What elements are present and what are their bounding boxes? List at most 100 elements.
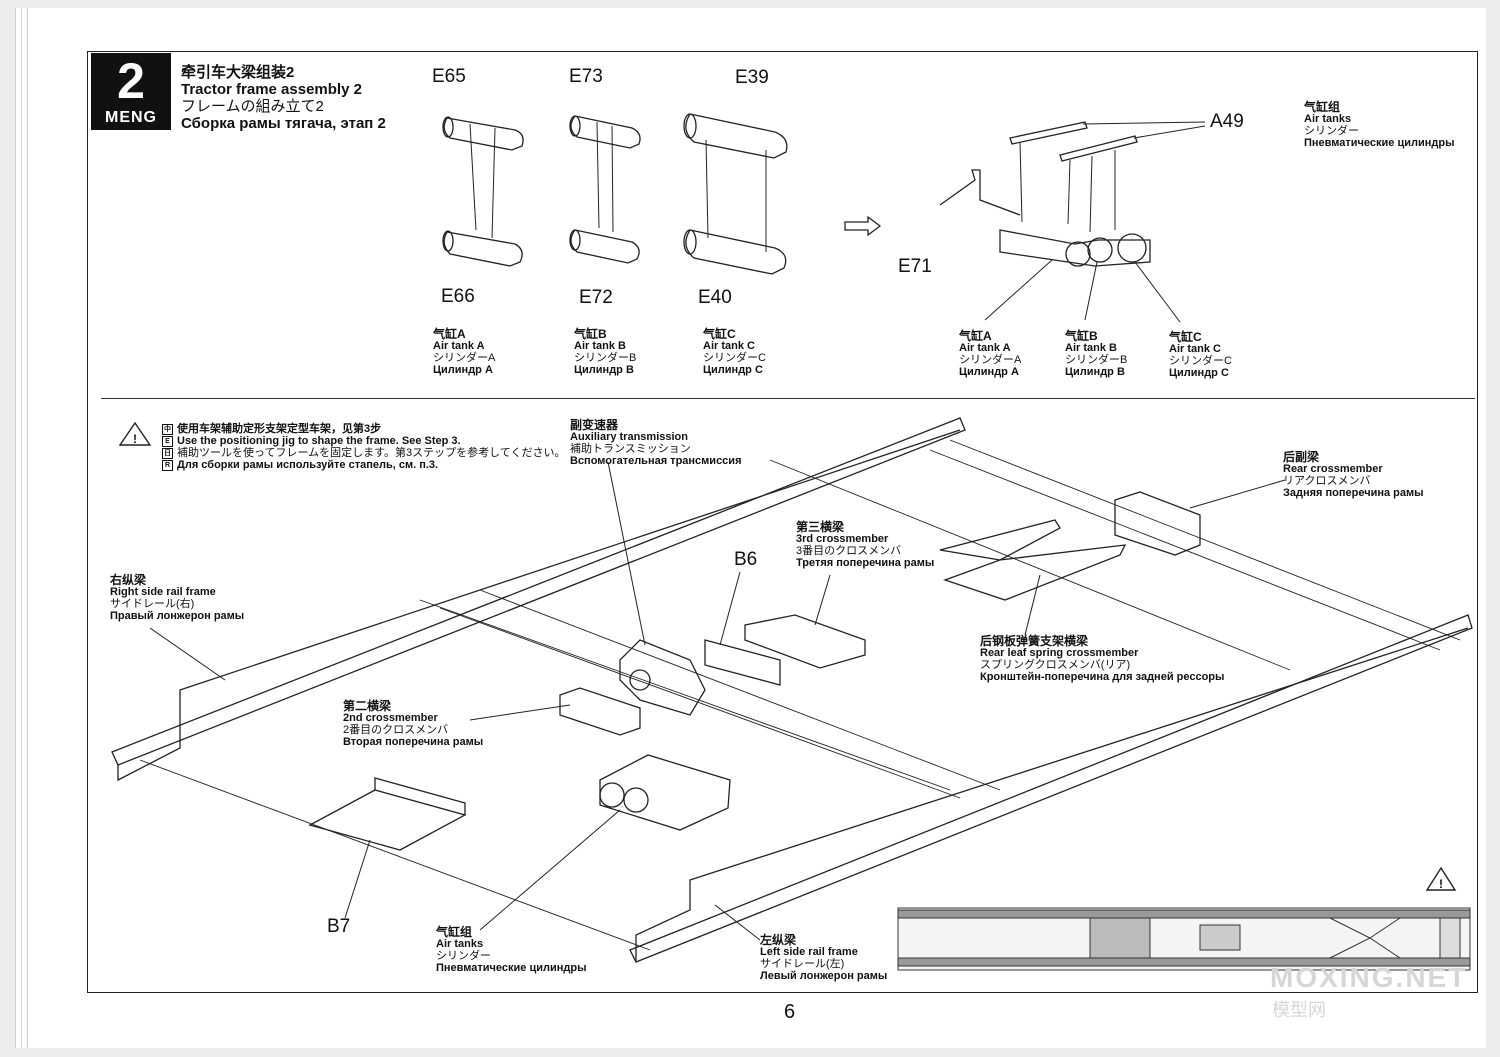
- part-e66: E66: [441, 286, 475, 307]
- caption-en: Rear crossmember: [1283, 463, 1383, 475]
- step-badge: 2 MENG: [91, 53, 171, 130]
- caption-ja: シリンダーC: [703, 352, 766, 364]
- watermark: MOXING.NET: [1270, 962, 1468, 993]
- caption-tank-b-right: 气缸B Air tank B シリンダーB Цилиндр B: [1065, 330, 1127, 378]
- caption-zh: 副变速器: [570, 418, 619, 432]
- caption-3rd-crossmember: 第三横梁 3rd crossmember 3番目のクロスメンバ Третяя п…: [796, 521, 934, 569]
- title-ja: フレームの組み立て2: [181, 98, 324, 115]
- tank-a-top-half: [442, 116, 524, 151]
- caption-zh: 气缸组: [1304, 100, 1341, 114]
- caption-zh: 气缸组: [436, 925, 473, 939]
- caption-en: Air tanks: [1304, 113, 1352, 125]
- caption-ja: シリンダー: [436, 950, 491, 962]
- caption-en: Air tank C: [1169, 343, 1221, 355]
- caption-en: 2nd crossmember: [343, 712, 438, 724]
- section-divider: [101, 398, 1475, 399]
- japanese-flag-icon: 日: [162, 447, 173, 459]
- title-en: Tractor frame assembly 2: [181, 81, 362, 98]
- caption-rear-leaf-spring-crossmember: 后钢板弹簧支架横梁 Rear leaf spring crossmember ス…: [980, 635, 1224, 683]
- caption-en: Rear leaf spring crossmember: [980, 647, 1139, 659]
- caption-ja: シリンダーA: [959, 354, 1022, 366]
- caption-ja: 補助トランスミッション: [570, 443, 691, 455]
- caption-left-side-rail: 左纵梁 Left side rail frame サイドレール(左) Левый…: [760, 934, 887, 982]
- caption-zh: 气缸B: [574, 327, 607, 341]
- caption-rear-crossmember: 后副梁 Rear crossmember リアクロスメンバ Задняя поп…: [1283, 451, 1424, 499]
- step-title: 牵引车大梁组装2 Tractor frame assembly 2 フレームの組…: [181, 64, 386, 132]
- part-a49: A49: [1210, 111, 1244, 132]
- caption-aux-transmission: 副变速器 Auxiliary transmission 補助トランスミッション …: [570, 419, 741, 467]
- caption-en: Air tank A: [959, 342, 1011, 354]
- warning-ja: 補助ツールを使ってフレームを固定します。第3ステップを参考してください。: [177, 447, 566, 459]
- left-side-rail: [629, 614, 1473, 963]
- part-e71: E71: [898, 256, 932, 277]
- caption-ja: 2番目のクロスメンバ: [343, 724, 449, 736]
- tank-b-top-half: [569, 115, 641, 149]
- caption-en: Air tank B: [1065, 342, 1117, 354]
- step-frame: [87, 51, 1478, 993]
- warning-en: Use the positioning jig to shape the fra…: [177, 435, 461, 447]
- caption-zh: 右纵梁: [110, 573, 147, 587]
- part-e40: E40: [698, 287, 732, 308]
- caption-ja: シリンダー: [1304, 125, 1359, 137]
- caption-ja: サイドレール(左): [760, 958, 845, 970]
- caption-zh: 后副梁: [1283, 450, 1320, 464]
- part-b7: B7: [327, 916, 351, 937]
- caption-air-tanks-top: 气缸组 Air tanks シリンダー Пневматические цилин…: [1304, 101, 1454, 149]
- caption-ru: Цилиндр A: [433, 364, 493, 376]
- caption-ja: シリンダーB: [574, 352, 637, 364]
- caption-tank-c-right: 气缸C Air tank C シリンダーC Цилиндр C: [1169, 331, 1232, 379]
- caption-ru: Правый лонжерон рамы: [110, 610, 245, 622]
- caption-ru: Третяя поперечина рамы: [796, 557, 935, 569]
- page-number: 6: [784, 1001, 796, 1023]
- caption-en: Auxiliary transmission: [570, 431, 688, 443]
- caption-ru: Цилиндр A: [959, 366, 1019, 378]
- caption-ja: シリンダーB: [1065, 354, 1128, 366]
- warning-mark-1: !: [133, 432, 137, 446]
- caption-tank-a-left: 气缸A Air tank A シリンダーA Цилиндр A: [433, 328, 495, 376]
- warning-ru: Для сборки рамы используйте стапель, см.…: [177, 459, 439, 471]
- chassis-inset: [897, 907, 1471, 971]
- title-ru: Сборка рамы тягача, этап 2: [181, 115, 386, 132]
- part-e65: E65: [432, 66, 466, 87]
- caption-en: Right side rail frame: [110, 586, 216, 598]
- caption-zh: 气缸C: [1169, 330, 1202, 344]
- caption-zh: 气缸B: [1065, 329, 1098, 343]
- chinese-flag-icon: 中: [162, 423, 173, 435]
- caption-ru: Цилиндр C: [1169, 367, 1229, 379]
- caption-ru: Пневматические цилиндры: [436, 962, 587, 974]
- caption-ja: シリンダーC: [1169, 355, 1232, 367]
- caption-tank-a-right: 气缸A Air tank A シリンダーA Цилиндр A: [959, 330, 1021, 378]
- part-b6: B6: [734, 549, 758, 570]
- caption-zh: 气缸A: [433, 327, 466, 341]
- caption-zh: 气缸A: [959, 329, 992, 343]
- caption-ja: シリンダーA: [433, 352, 496, 364]
- caption-en: Air tank C: [703, 340, 755, 352]
- caption-zh: 气缸C: [703, 327, 736, 341]
- caption-ru: Левый лонжерон рамы: [760, 970, 888, 982]
- caption-ja: リアクロスメンバ: [1283, 475, 1371, 487]
- watermark-sub: 模型网: [1272, 1000, 1326, 1020]
- caption-air-tanks-bottom: 气缸组 Air tanks シリンダー Пневматические цилин…: [436, 926, 586, 974]
- caption-zh: 第三横梁: [796, 520, 845, 534]
- caption-2nd-crossmember: 第二横梁 2nd crossmember 2番目のクロスメンバ Вторая п…: [343, 700, 483, 748]
- part-e73: E73: [569, 66, 603, 87]
- caption-ru: Кронштейн-поперечина для задней рессоры: [980, 671, 1225, 683]
- instruction-sheet: [34, 8, 1486, 1048]
- tank-a-bottom-half: [442, 230, 523, 267]
- caption-right-side-rail: 右纵梁 Right side rail frame サイドレール(右) Прав…: [110, 574, 244, 622]
- caption-ru: Вторая поперечина рамы: [343, 736, 484, 748]
- tank-b-bottom-half: [569, 229, 640, 264]
- caption-en: Air tanks: [436, 938, 484, 950]
- caption-en: Air tank A: [433, 340, 485, 352]
- tank-c-top-half: [683, 113, 788, 159]
- caption-en: Air tank B: [574, 340, 626, 352]
- right-side-rail: [111, 417, 966, 782]
- tank-c-bottom-half: [683, 229, 787, 275]
- caption-ja: サイドレール(右): [110, 598, 195, 610]
- caption-zh: 后钢板弹簧支架横梁: [980, 634, 1089, 648]
- caption-ru: Цилиндр B: [1065, 366, 1125, 378]
- russian-flag-icon: R: [162, 459, 173, 471]
- part-e72: E72: [579, 287, 613, 308]
- caption-tank-b-left: 气缸B Air tank B シリンダーB Цилиндр B: [574, 328, 636, 376]
